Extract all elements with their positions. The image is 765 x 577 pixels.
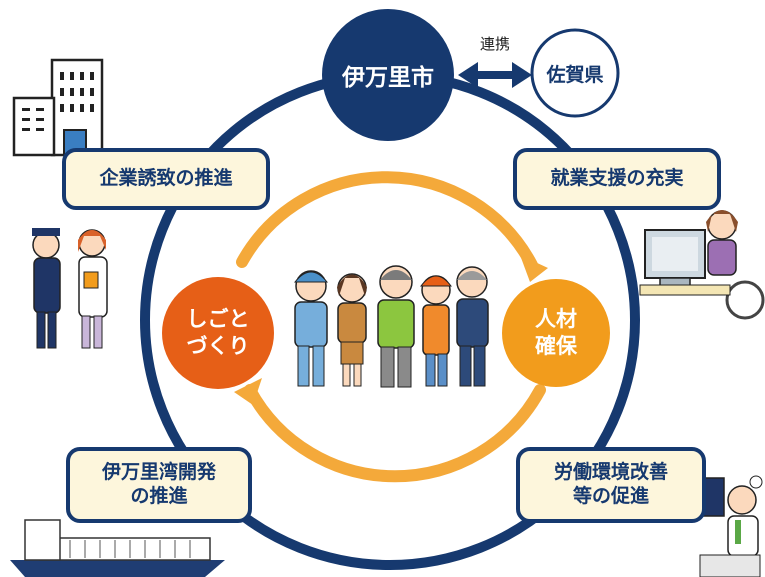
cycle-arrow-bottom — [244, 384, 546, 483]
box-bay-development: 伊万里湾開発 の推進 — [66, 447, 252, 523]
box-work-environment: 労働環境改善 等の促進 — [516, 447, 706, 523]
box-company-attraction: 企業誘致の推進 — [62, 148, 270, 210]
cycle-arrow-top — [236, 171, 538, 271]
workers-illustration-left — [32, 228, 108, 349]
cycle-arrow-bottom-head — [234, 378, 262, 405]
shigoto-circle — [162, 277, 274, 389]
workers-group-illustration — [293, 265, 489, 388]
jinzai-label: 人材 確保 — [535, 306, 577, 358]
link-arrow-right-head — [512, 62, 532, 88]
prefecture-circle — [530, 28, 620, 118]
jinzai-circle — [502, 279, 610, 387]
link-label: 連携 — [479, 34, 510, 53]
box-employment-support: 就業支援の充実 — [513, 148, 721, 210]
office-building-icon — [12, 58, 104, 157]
link-arrow-left-head — [458, 62, 478, 88]
city-label: 伊万里市 — [342, 65, 434, 91]
prefecture-label: 佐賀県 — [546, 63, 604, 86]
shigoto-label: しごと づくり — [186, 306, 250, 358]
cargo-ship-illustration — [10, 519, 225, 577]
cycle-arrow-top-head — [520, 255, 548, 282]
computer-worker-illustration — [639, 210, 765, 320]
city-circle — [322, 9, 454, 141]
